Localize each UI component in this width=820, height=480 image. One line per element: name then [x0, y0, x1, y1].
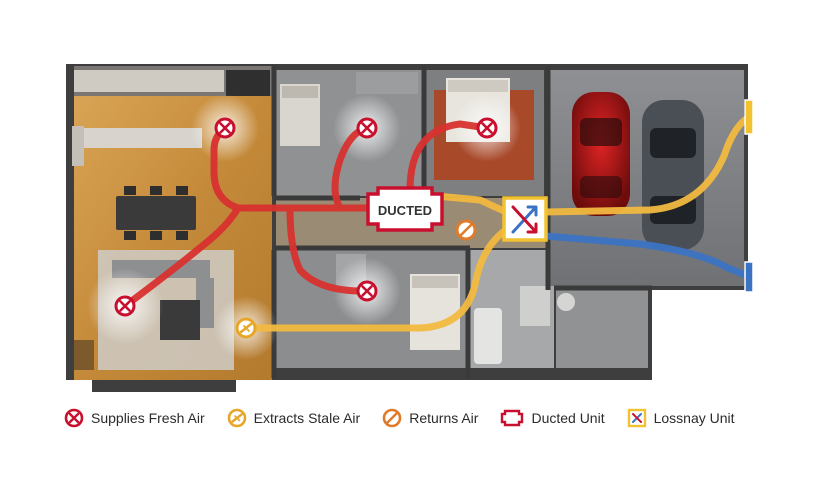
bathtub — [474, 308, 502, 364]
supply-diffusers — [114, 117, 498, 317]
extract-ducts — [242, 114, 752, 332]
fresh-air-intake-vent — [744, 99, 754, 135]
outdoor-exhaust-duct — [542, 232, 752, 280]
extract-stale-air-icon — [227, 408, 246, 428]
legend-label-supply: Supplies Fresh Air — [91, 410, 205, 426]
legend-item-supply: Supplies Fresh Air — [64, 408, 205, 428]
lossnay-unit — [502, 196, 548, 242]
extract-grille — [235, 317, 257, 339]
ducted-unit-label: DUCTED — [378, 203, 432, 218]
exhaust-outlet-vent — [744, 261, 754, 293]
legend-item-return: Returns Air — [382, 408, 478, 428]
supply-fresh-air-icon — [64, 408, 84, 428]
legend-label-return: Returns Air — [409, 410, 479, 426]
legend-label-lossnay: Lossnay Unit — [653, 410, 735, 426]
legend-label-extract: Extracts Stale Air — [253, 410, 361, 426]
legend-item-lossnay: Lossnay Unit — [627, 408, 735, 428]
kitchen-bench — [74, 70, 224, 92]
kitchen-island — [82, 128, 202, 148]
return-air-icon — [382, 408, 402, 428]
grey-car — [642, 100, 704, 250]
coffee-table — [160, 300, 200, 340]
lossnay-unit-icon — [627, 408, 646, 428]
legend-item-extract: Extracts Stale Air — [227, 408, 361, 428]
red-car — [572, 92, 630, 216]
legend: Supplies Fresh Air Extracts Stale Air Re… — [64, 404, 757, 432]
ducted-unit: DUCTED — [366, 186, 444, 232]
ducted-unit-icon — [501, 409, 524, 427]
legend-item-ducted: Ducted Unit — [500, 409, 605, 427]
return-air-grille — [455, 219, 477, 241]
dining-table — [116, 196, 196, 230]
legend-label-ducted: Ducted Unit — [531, 410, 605, 426]
floor-plan-diagram: DUCTED — [66, 64, 754, 392]
